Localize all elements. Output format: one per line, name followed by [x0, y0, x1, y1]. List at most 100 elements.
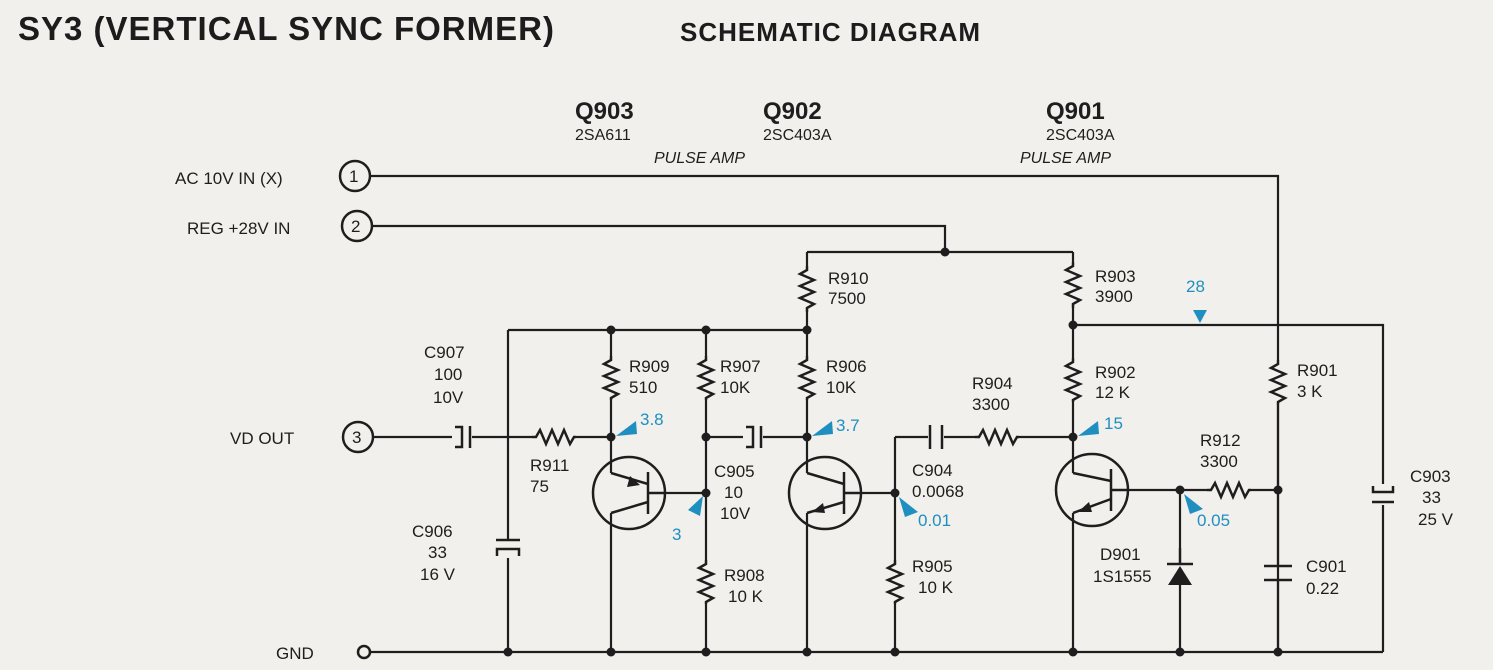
- transistors: [591, 452, 1130, 531]
- r903-ref: R903: [1095, 267, 1136, 286]
- resistor-r904: [975, 426, 1019, 448]
- resistor-r911: [532, 426, 576, 448]
- r907-value: 10K: [720, 378, 751, 397]
- voltage-3-8: 3.8: [640, 410, 664, 429]
- resistor-r901: [1267, 360, 1289, 404]
- c905-ref: C905: [714, 462, 755, 481]
- transistor-q903: [591, 455, 667, 531]
- r912-ref: R912: [1200, 431, 1241, 450]
- r911-ref: R911: [530, 456, 569, 475]
- q901-part: 2SC403A: [1046, 127, 1115, 144]
- r908-ref: R908: [724, 566, 765, 585]
- terminal-3-number: 3: [352, 428, 361, 447]
- r901-value: 3 K: [1297, 382, 1323, 401]
- q901-function: PULSE AMP: [1020, 150, 1111, 167]
- terminals: 1 AC 10V IN (X) 2 REG +28V IN 3 VD OUT G…: [175, 159, 375, 663]
- resistor-r907: [695, 356, 717, 400]
- c904-ref: C904: [912, 461, 953, 480]
- r906-ref: R906: [826, 357, 867, 376]
- terminal-1-label: AC 10V IN (X): [175, 169, 283, 188]
- c901-value: 0.22: [1306, 579, 1339, 598]
- diagram-subtitle: SCHEMATIC DIAGRAM: [680, 17, 982, 47]
- c905-voltage: 10V: [720, 504, 751, 523]
- capacitor-c905: [746, 425, 763, 449]
- c906-voltage: 16 V: [420, 565, 456, 584]
- capacitor-c906: [495, 538, 521, 556]
- r909-ref: R909: [629, 357, 670, 376]
- voltage-3-7: 3.7: [836, 416, 860, 435]
- resistor-r903: [1062, 262, 1084, 308]
- r904-ref: R904: [972, 374, 1013, 393]
- c905-value: 10: [724, 483, 743, 502]
- q902-function: PULSE AMP: [654, 150, 745, 167]
- r903-value: 3900: [1095, 287, 1133, 306]
- resistor-r910: [796, 266, 818, 312]
- voltage-markers: 28 3.8 3.7 15 3 0.01 0.05: [616, 277, 1230, 544]
- voltage-0-01: 0.01: [918, 511, 951, 530]
- c903-voltage: 25 V: [1418, 510, 1454, 529]
- r906-value: 10K: [826, 378, 857, 397]
- r902-ref: R902: [1095, 363, 1136, 382]
- voltage-28-arrow: [1193, 310, 1207, 323]
- resistor-r909: [600, 356, 622, 400]
- resistor-labels: R910 7500 R903 3900 R909 510 R907 10K R9…: [530, 267, 1338, 606]
- c907-ref: C907: [424, 343, 465, 362]
- capacitor-c901: [1264, 564, 1292, 582]
- capacitor-c904: [928, 425, 944, 449]
- r905-ref: R905: [912, 557, 953, 576]
- transistor-q901: [1054, 452, 1130, 528]
- r912-value: 3300: [1200, 452, 1238, 471]
- voltage-28: 28: [1186, 277, 1205, 296]
- terminal-2-label: REG +28V IN: [187, 219, 290, 238]
- diode-d901: [1167, 548, 1193, 585]
- terminal-1-number: 1: [349, 167, 358, 186]
- r904-value: 3300: [972, 395, 1010, 414]
- terminal-2-number: 2: [351, 217, 360, 236]
- r909-value: 510: [629, 378, 657, 397]
- c903-ref: C903: [1410, 467, 1451, 486]
- q902-part: 2SC403A: [763, 127, 832, 144]
- diode-labels: D901 1S1555: [1093, 545, 1152, 586]
- transistor-q902: [787, 455, 863, 531]
- r905-value: 10 K: [918, 578, 954, 597]
- diagram-title: SY3 (VERTICAL SYNC FORMER): [18, 10, 555, 47]
- resistor-r905: [884, 560, 906, 604]
- q903-ref: Q903: [575, 98, 634, 125]
- c906-value: 33: [428, 543, 447, 562]
- voltage-3-8-arrow: [616, 421, 637, 436]
- r910-ref: R910: [828, 269, 869, 288]
- transistor-labels: Q903 2SA611 Q902 2SC403A PULSE AMP Q901 …: [575, 98, 1115, 167]
- capacitor-c903: [1371, 486, 1395, 504]
- r911-value: 75: [530, 477, 549, 496]
- resistor-r906: [796, 356, 818, 400]
- c906-ref: C906: [412, 522, 453, 541]
- r902-value: 12 K: [1095, 383, 1131, 402]
- voltage-0-05-arrow: [1184, 494, 1203, 514]
- terminal-3-label: VD OUT: [230, 429, 294, 448]
- voltage-15-arrow: [1078, 421, 1099, 436]
- voltage-0-05: 0.05: [1197, 511, 1230, 530]
- resistor-r912: [1207, 479, 1251, 501]
- resistors: [532, 262, 1289, 604]
- r908-value: 10 K: [728, 587, 764, 606]
- voltage-0-01-arrow: [899, 497, 918, 517]
- voltage-3-arrow: [688, 496, 703, 516]
- d901-part: 1S1555: [1093, 567, 1152, 586]
- c907-value: 100: [434, 365, 462, 384]
- voltage-3: 3: [672, 525, 681, 544]
- resistor-r908: [695, 560, 717, 604]
- junction-dots: [503, 247, 1283, 657]
- d901-ref: D901: [1100, 545, 1141, 564]
- q901-ref: Q901: [1046, 98, 1105, 125]
- c901-ref: C901: [1306, 557, 1347, 576]
- r901-ref: R901: [1297, 361, 1338, 380]
- voltage-15: 15: [1104, 414, 1123, 433]
- terminal-gnd-label: GND: [276, 644, 314, 663]
- c903-value: 33: [1422, 488, 1441, 507]
- capacitor-c907: [455, 425, 472, 449]
- wires: [370, 174, 1385, 654]
- q903-part: 2SA611: [575, 127, 631, 144]
- q902-ref: Q902: [763, 98, 822, 125]
- c904-value: 0.0068: [912, 482, 964, 501]
